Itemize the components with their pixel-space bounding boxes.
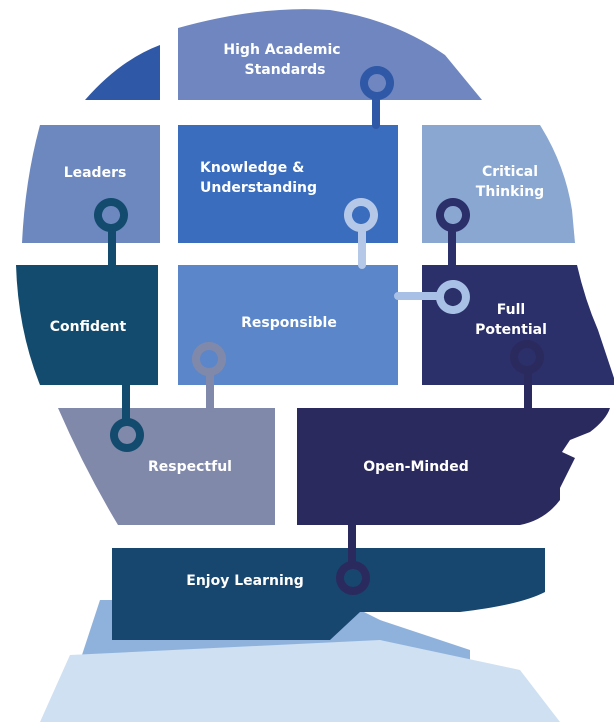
- label-leaders: Leaders: [64, 165, 127, 181]
- piece-high-academic-standards: [178, 9, 482, 101]
- knob-responsible-to-respectful: [192, 342, 226, 412]
- piece-confident: [16, 265, 158, 385]
- label-full-potential-line1: Full: [497, 302, 525, 318]
- label-knowledge-line2: Understanding: [200, 180, 317, 196]
- knob-confident-to-respectful: [110, 381, 144, 452]
- piece-enjoy-learning: [112, 548, 545, 640]
- label-critical-line1: Critical: [482, 164, 538, 180]
- label-critical-line2: Thinking: [476, 184, 544, 200]
- knob-knowledge-to-responsible: [344, 198, 378, 269]
- label-high-academic-line2: Standards: [245, 62, 326, 78]
- label-confident: Confident: [50, 319, 127, 335]
- label-knowledge-line1: Knowledge &: [200, 160, 304, 176]
- piece-open-minded: [297, 408, 610, 525]
- piece-full-potential: [422, 265, 614, 385]
- piece-knowledge-understanding: [178, 125, 398, 243]
- piece-top-left-corner: [85, 45, 160, 100]
- knob-full-potential-to-open-minded: [510, 340, 544, 412]
- knob-leaders-to-confident: [94, 198, 128, 269]
- label-enjoy-learning: Enjoy Learning: [186, 573, 303, 589]
- knob-critical-to-full-potential: [436, 198, 470, 269]
- knob-responsible-to-full-potential: [394, 280, 470, 314]
- shoulders-light-band: [40, 640, 560, 722]
- label-open-minded: Open-Minded: [363, 459, 468, 475]
- knob-open-minded-to-enjoy-learning: [336, 521, 370, 595]
- label-respectful: Respectful: [148, 459, 232, 475]
- knob-high-academic-to-knowledge: [360, 66, 394, 129]
- label-high-academic-line1: High Academic: [223, 42, 340, 58]
- label-full-potential-line2: Potential: [475, 322, 547, 338]
- piece-responsible: [178, 265, 398, 385]
- label-responsible: Responsible: [241, 315, 337, 331]
- piece-leaders: [22, 125, 160, 243]
- piece-critical-thinking: [422, 125, 575, 243]
